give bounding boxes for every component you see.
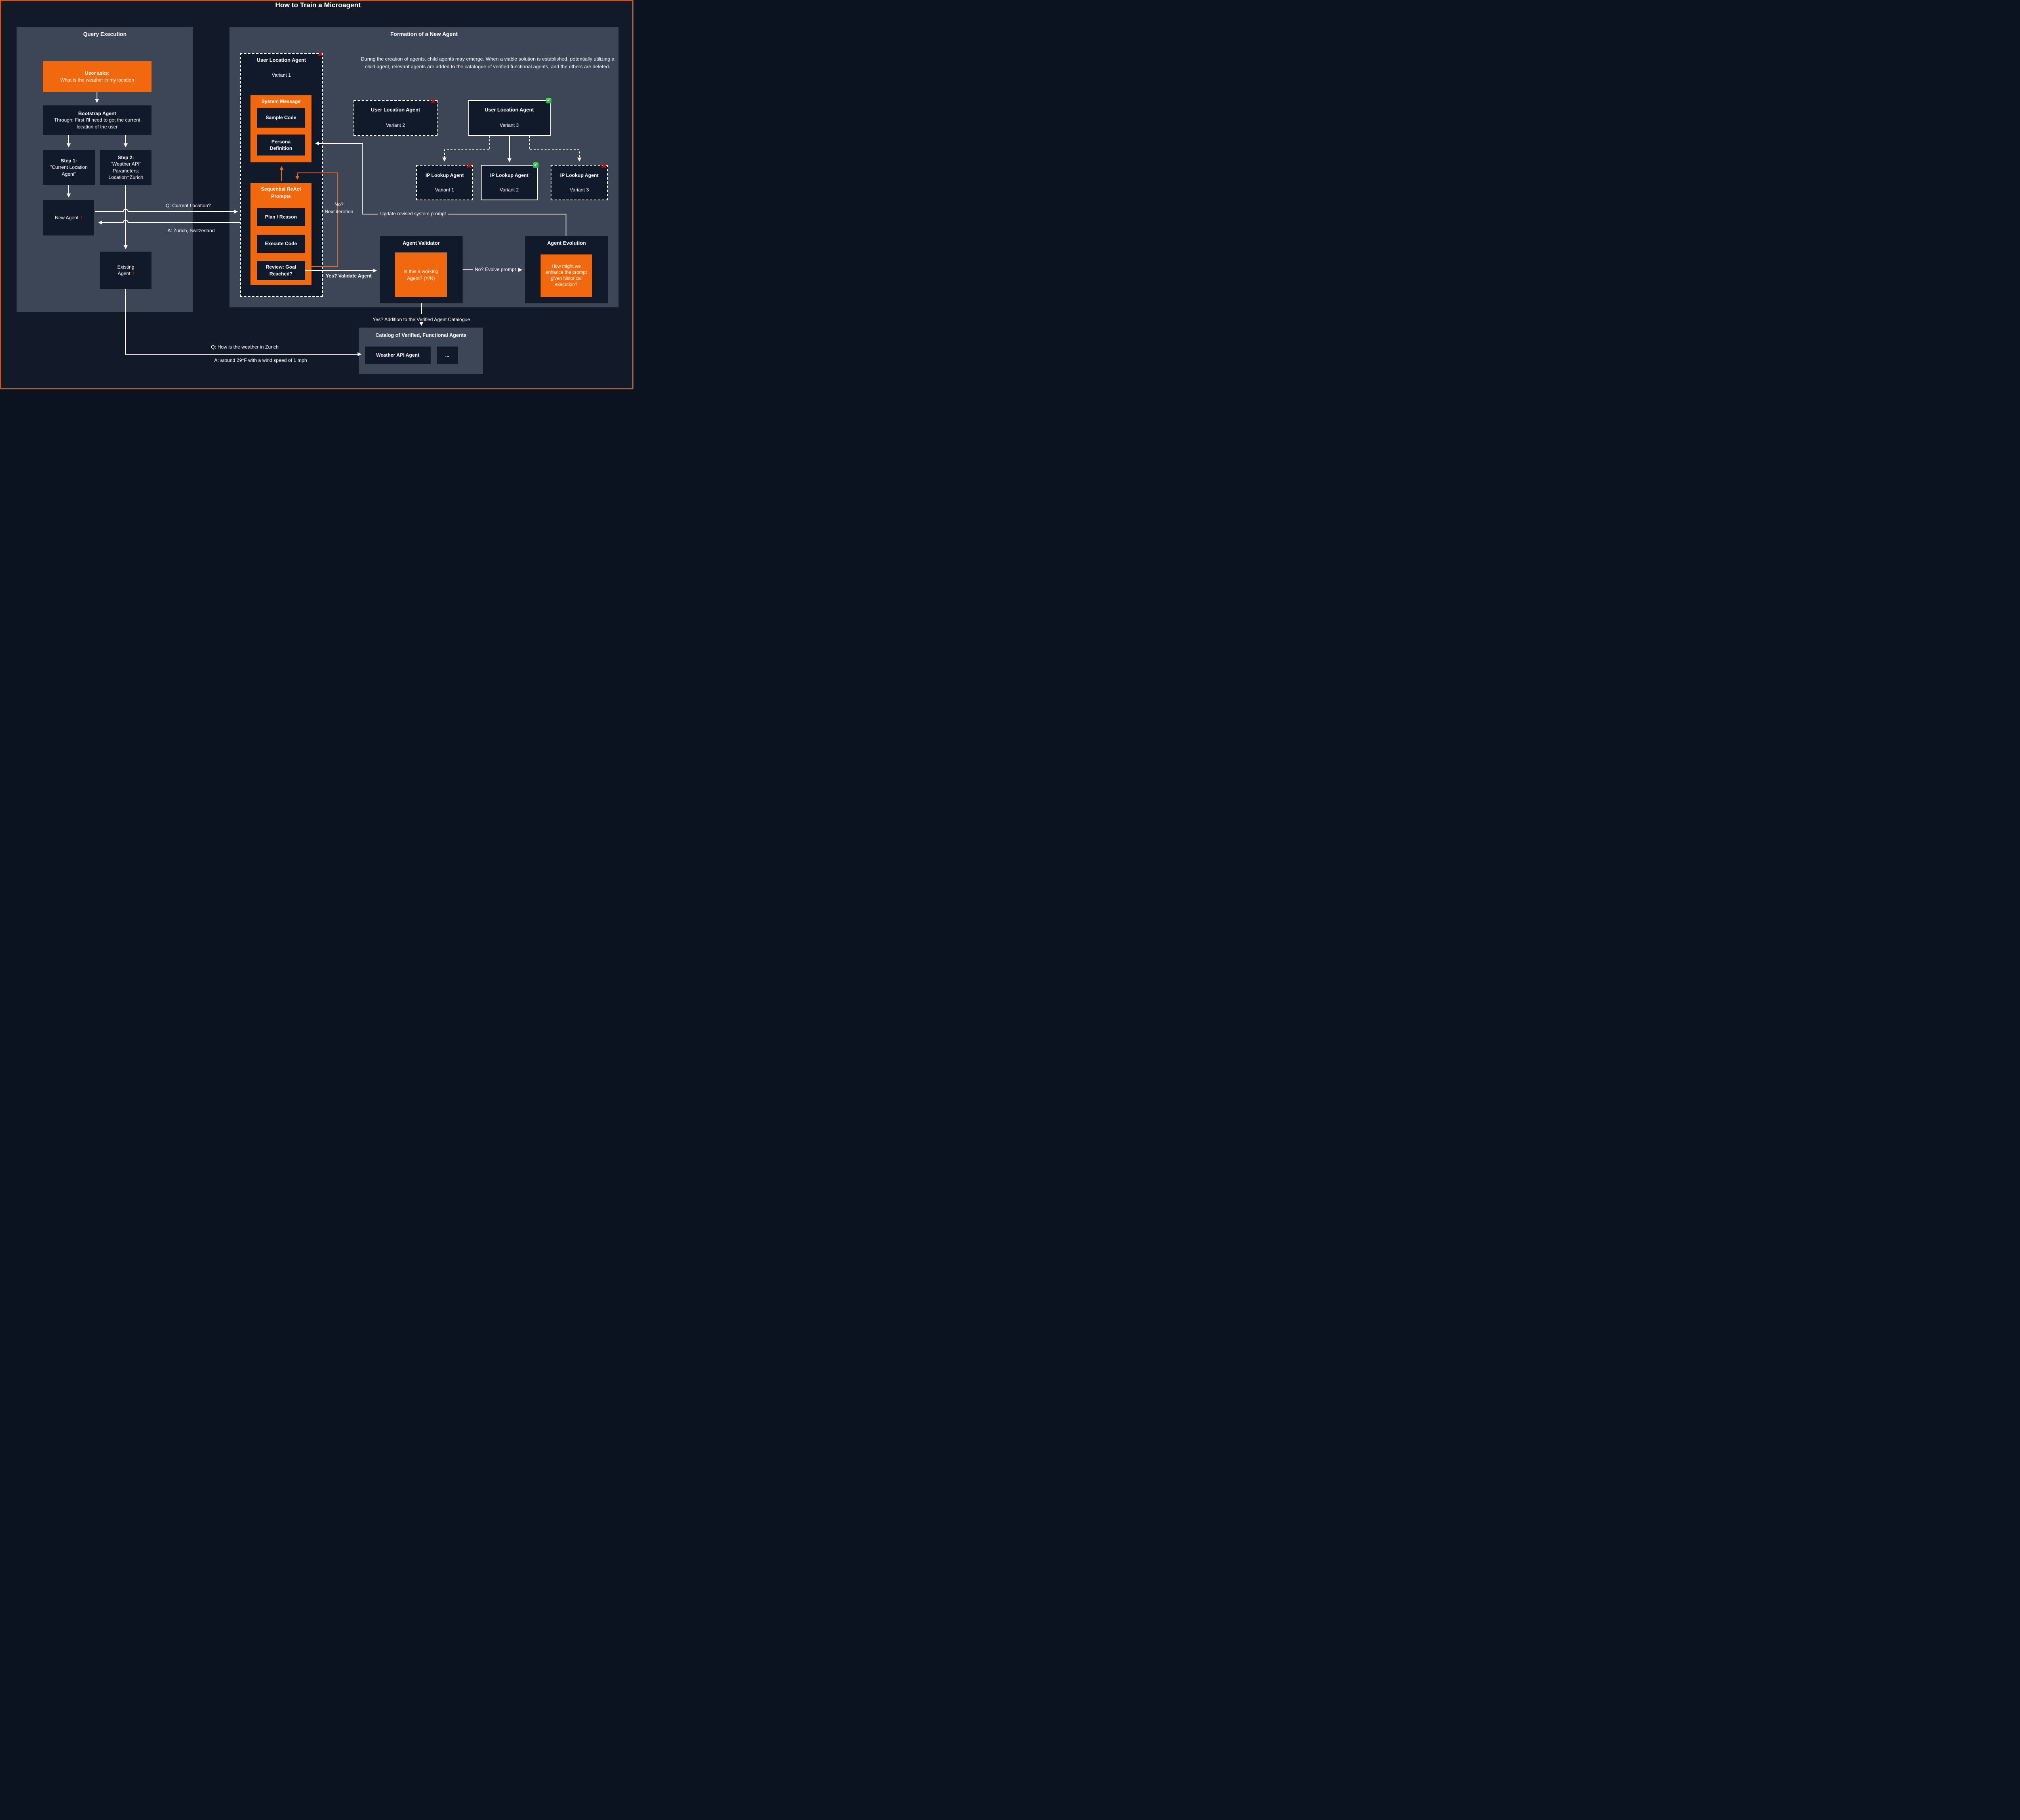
user-asks-body: What is the weather in my location — [60, 77, 134, 83]
step1-body: "Current Location Agent" — [50, 164, 88, 177]
step2-title: Step 2: — [118, 155, 134, 161]
agent-validator-title: Agent Validator — [402, 240, 440, 246]
ula-v1-variant: Variant 1 — [271, 72, 291, 78]
formation-header: Formation of a New Agent — [390, 31, 458, 37]
step2-line3: Location=Zurich — [108, 174, 143, 180]
step2-line2: Parameters: — [112, 168, 139, 174]
new-agent-node: New Agent ! — [43, 200, 94, 235]
ip-lookup-v2-box — [481, 165, 538, 200]
react-title-line2: Prompts — [271, 193, 291, 199]
ip-v1-variant: Variant 1 — [435, 187, 455, 193]
step1-node: Step 1: "Current Location Agent" — [43, 150, 95, 185]
existing-agent-line1: Existing — [117, 264, 135, 270]
ula-v3-variant: Variant 3 — [499, 122, 519, 128]
step1-title: Step 1: — [61, 158, 77, 164]
label-a-weather: A: around 29°F with a wind speed of 1 mp… — [214, 357, 307, 363]
ip-lookup-v1-box — [416, 165, 473, 200]
catalog-title: Catalog of Verified, Functional Agents — [375, 332, 467, 338]
warning-exclamation-icon: ! — [132, 271, 134, 276]
label-yes-validate: Yes? Validate Agent — [326, 273, 372, 279]
ula-v1-title: User Location Agent — [257, 57, 306, 63]
existing-agent-line2: Agent — [118, 271, 130, 276]
label-next-iteration: Next iteration — [324, 209, 354, 214]
label-yes-addition: Yes? Addition to the Verified Agent Cata… — [372, 317, 470, 322]
query-execution-header: Query Execution — [83, 31, 127, 37]
ula-v2-variant: Variant 2 — [386, 122, 405, 128]
success-check-icon: ✓ — [533, 162, 539, 168]
page-title: How to Train a Microagent — [275, 1, 361, 9]
new-agent-label: New Agent — [55, 214, 79, 221]
formation-description: During the creation of agents, child age… — [361, 56, 614, 69]
ip-v2-variant: Variant 2 — [499, 187, 519, 193]
validator-question-node: Is this a working Agent? (Y/N) — [395, 252, 447, 297]
ula-v2-title: User Location Agent — [371, 107, 420, 113]
ip-v2-title: IP Lookup Agent — [490, 172, 528, 178]
user-location-agent-v3-box — [468, 100, 551, 136]
plan-reason-node: Plan / Reason — [257, 208, 305, 226]
label-a-zurich: A: Zurich, Switzerland — [167, 228, 215, 233]
ip-lookup-v3-box — [551, 165, 608, 200]
fail-x-icon: ✕ — [601, 162, 607, 170]
bootstrap-agent-node: Bootstrap Agent Through: First I'll need… — [43, 105, 152, 135]
label-update-prompt: Update revised system prompt — [378, 211, 448, 216]
label-q-current-location: Q: Current Location? — [166, 203, 211, 208]
catalog-more-node: ... — [437, 347, 458, 364]
evolution-question-node: How might we enhance the prompt given hi… — [541, 254, 592, 297]
ip-v3-title: IP Lookup Agent — [560, 172, 599, 178]
system-message-title: System Message — [261, 99, 301, 104]
weather-api-agent-node: Weather API Agent — [365, 347, 431, 364]
success-check-icon: ✓ — [546, 98, 551, 103]
review-goal-node: Review: Goal Reached? — [257, 261, 305, 280]
react-title-line1: Sequential ReAct — [261, 186, 301, 192]
label-no-evolve: No? Evolve prompt — [473, 267, 518, 272]
agent-evolution-title: Agent Evolution — [547, 240, 586, 246]
bootstrap-body: Through: First I'll need to get the curr… — [54, 117, 141, 130]
sample-code-node: Sample Code — [257, 108, 305, 128]
ula-v3-title: User Location Agent — [484, 107, 534, 113]
persona-definition-node: Persona Definition — [257, 135, 305, 156]
bootstrap-title: Bootstrap Agent — [78, 111, 116, 117]
ip-v3-variant: Variant 3 — [570, 187, 589, 193]
warning-exclamation-icon: ! — [80, 214, 82, 221]
step2-node: Step 2: "Weather API" Parameters: Locati… — [100, 150, 152, 185]
label-no: No? — [334, 202, 343, 207]
step2-line1: "Weather API" — [110, 161, 141, 167]
user-asks-node: User asks: What is the weather in my loc… — [43, 61, 152, 92]
ip-v1-title: IP Lookup Agent — [425, 172, 464, 178]
user-location-agent-v2-box — [354, 100, 438, 136]
existing-agent-node: Existing Agent ! — [100, 252, 152, 289]
fail-x-icon: ✕ — [318, 50, 324, 58]
fail-x-icon: ✕ — [466, 162, 472, 170]
user-asks-title: User asks: — [85, 70, 109, 76]
label-q-weather: Q: How is the weather in Zurich — [211, 344, 279, 350]
execute-code-node: Execute Code — [257, 235, 305, 253]
fail-x-icon: ✕ — [430, 98, 436, 105]
diagram-canvas: How to Train a Microagent Query Executio… — [0, 0, 633, 389]
